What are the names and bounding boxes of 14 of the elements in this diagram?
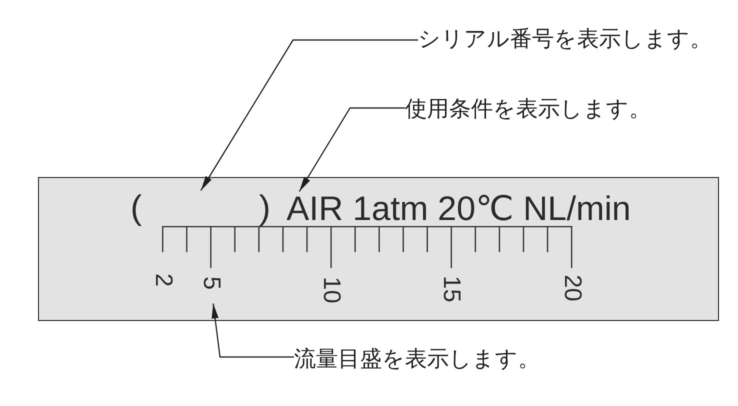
leader-line <box>298 107 405 192</box>
scale-number: 10 <box>318 276 343 303</box>
scale-number: 20 <box>560 274 584 301</box>
condition-text: AIR 1atm 20℃ NL/min <box>286 192 631 226</box>
leader-line <box>212 303 294 358</box>
scale-number: 2 <box>150 272 174 286</box>
callout-text: 流量目盛を表示します。 <box>294 347 540 373</box>
scale-number: 5 <box>198 276 223 290</box>
serial-number-field: ( ) <box>130 190 270 224</box>
callout-text: 使用条件を表示します。 <box>405 97 651 123</box>
callout-text: シリアル番号を表示します。 <box>418 27 712 53</box>
leader-line <box>200 39 418 191</box>
scale-plate <box>38 177 719 321</box>
scale-number: 15 <box>439 275 464 302</box>
